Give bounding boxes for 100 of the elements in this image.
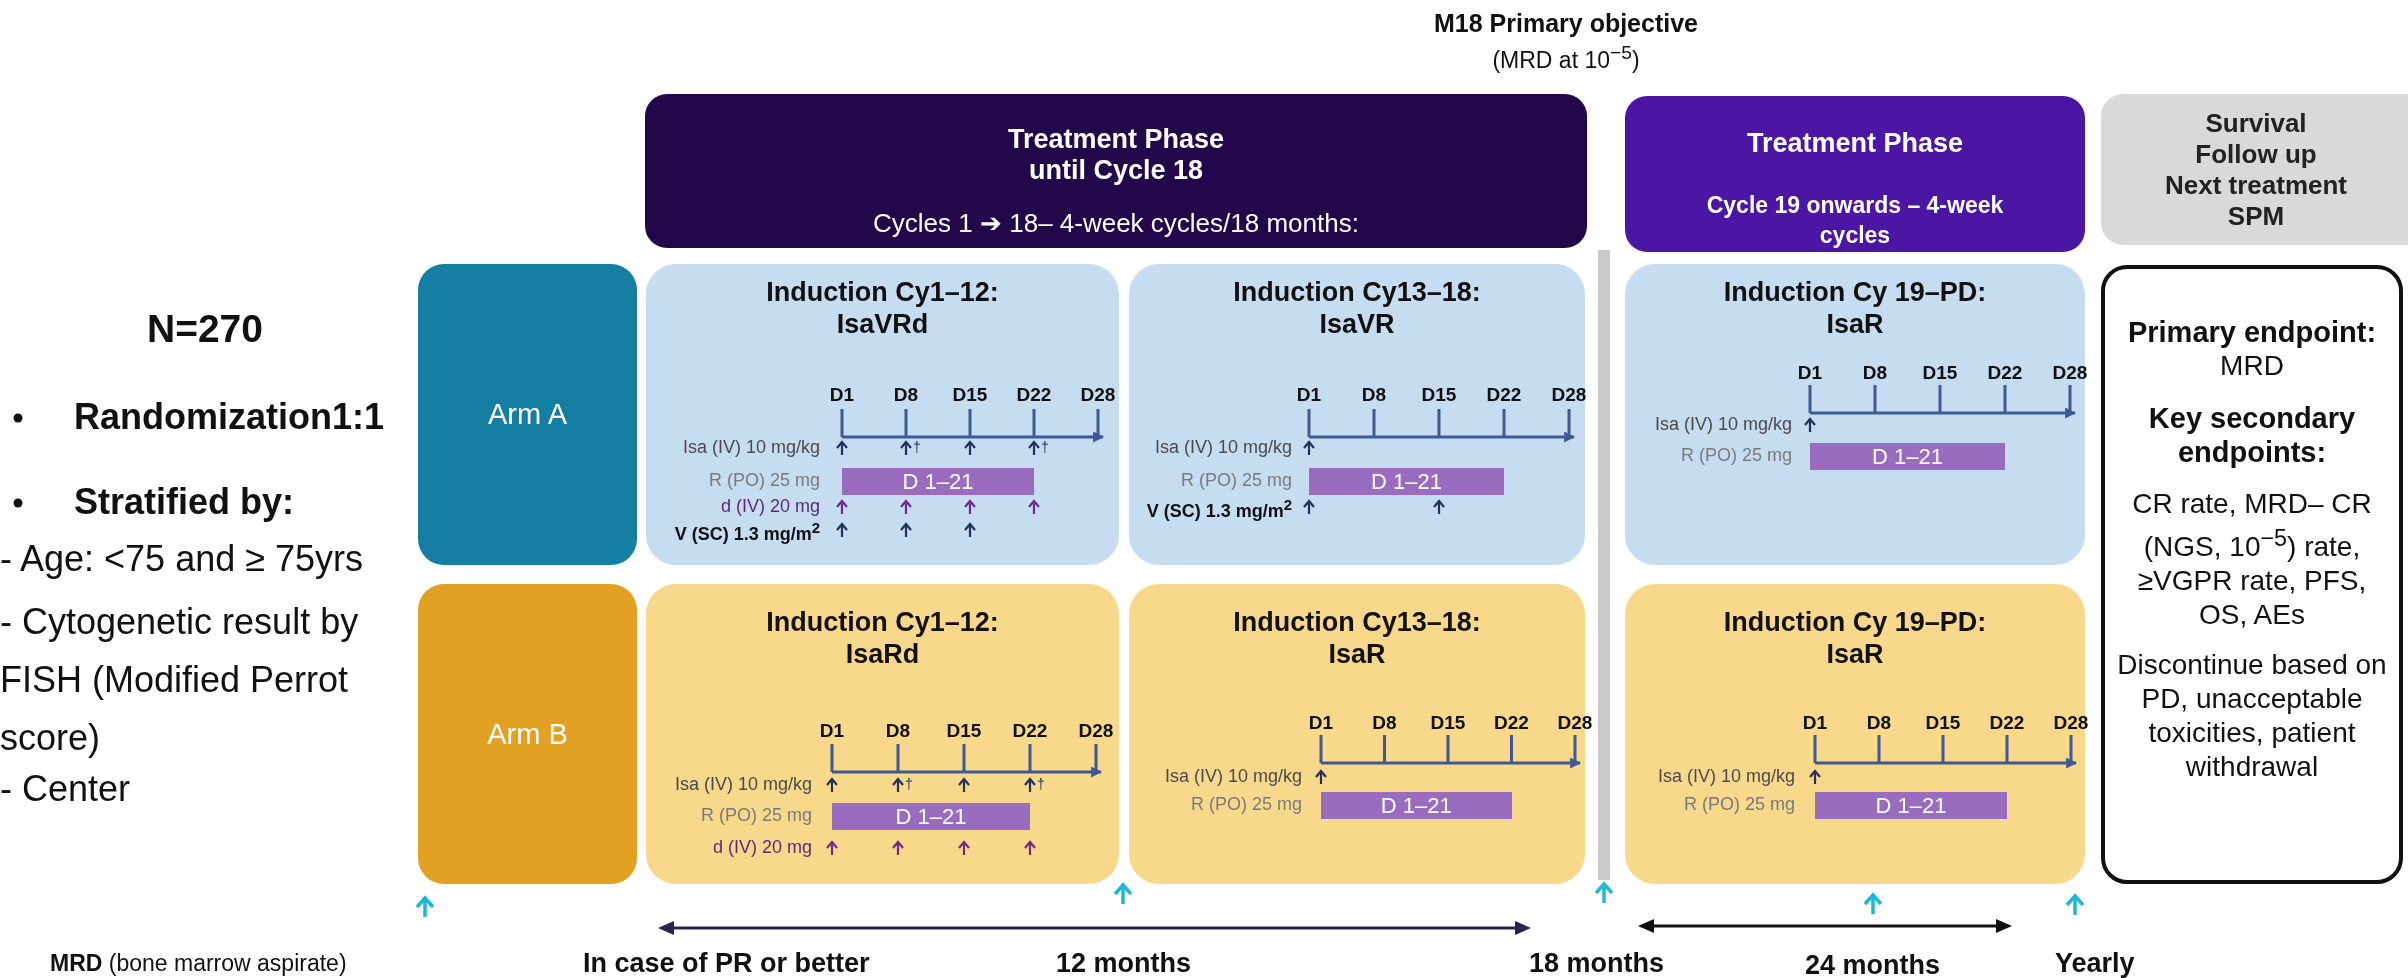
day-label: D28 <box>1557 712 1593 734</box>
endpoint-text: MRD <box>2220 349 2284 383</box>
day-label: D1 <box>1296 384 1322 406</box>
dose-label: Isa (IV) 10 mg/kg <box>1654 414 1792 435</box>
header-title: Treatment Phase <box>1746 128 1964 158</box>
arm-label: Arm A <box>488 398 567 431</box>
day-label: D15 <box>1922 362 1958 384</box>
arm-box <box>418 264 637 565</box>
objective-title: M18 Primary objective <box>1434 9 1698 38</box>
dose-label: R (PO) 25 mg <box>708 470 820 491</box>
day-label: D22 <box>1012 720 1048 742</box>
day-label: D15 <box>1925 712 1961 734</box>
duration-label: Yearly <box>2055 948 2135 978</box>
phase-header <box>645 94 1587 248</box>
day-label: D1 <box>1802 712 1828 734</box>
endpoint-text: CR rate, MRD– CR (NGS, 10$^{−5}$) rate, ≥VGPR rate, PFS, OS, AEs <box>2131 487 2373 633</box>
day-label: D15 <box>946 720 982 742</box>
day-label: D15 <box>952 384 988 406</box>
regimen-panel <box>1625 264 2085 565</box>
regimen-panel <box>646 264 1119 565</box>
day-label: D1 <box>1308 712 1334 734</box>
duration-label: 12 months <box>1056 948 1192 978</box>
dose-label: R (PO) 25 mg <box>1180 470 1292 491</box>
endpoints-box <box>2101 265 2403 884</box>
regimen-title: Induction Cy 19–PD: <box>1723 276 1987 308</box>
regimen-title: Induction Cy13–18: <box>1233 276 1481 308</box>
day-label: D28 <box>2052 362 2088 384</box>
footnote-mark: † <box>905 776 913 793</box>
regimen-panel <box>646 584 1119 884</box>
regimen-title: Induction Cy1–12: <box>766 276 999 308</box>
regimen-name: IsaRd <box>845 638 920 670</box>
day-label: D22 <box>1486 384 1522 406</box>
dose-label: d (IV) 20 mg <box>712 837 812 858</box>
dosing-bar: D 1–21 <box>1321 792 1512 819</box>
day-label: D28 <box>1080 384 1116 406</box>
regimen-panel <box>1129 264 1585 565</box>
footnote-mark: † <box>1041 439 1049 456</box>
regimen-name: IsaR <box>1328 638 1386 670</box>
dosing-bar: D 1–21 <box>1309 468 1504 495</box>
dosing-bar: D 1–21 <box>832 803 1030 830</box>
day-label: D8 <box>1372 712 1397 734</box>
dose-label: V (SC) 1.3 mg/m$^{2}$ <box>1146 496 1292 522</box>
dose-label: R (PO) 25 mg <box>1680 445 1792 466</box>
dosing-bar: D 1–21 <box>842 468 1034 495</box>
footnote: MRD (bone marrow aspirate) <box>50 950 347 977</box>
regimen-name: IsaR <box>1826 308 1884 340</box>
header-subtitle: Cycle 19 onwards – 4-week cycles <box>1705 191 2005 250</box>
header-subtitle: Cycles 1 ➔ 18– 4-week cycles/18 months: <box>873 208 1359 239</box>
day-label: D8 <box>1866 712 1892 734</box>
dose-label: Isa (IV) 10 mg/kg <box>1164 766 1302 787</box>
arm-label: Arm B <box>487 717 568 751</box>
footnote-mark: † <box>1037 776 1045 793</box>
day-label: D8 <box>885 720 911 742</box>
header-title: Treatment Phase until Cycle 18 <box>1006 124 1226 186</box>
header-line: SPM <box>2227 201 2285 232</box>
header-line: Next treatment <box>2164 170 2348 201</box>
dose-label: R (PO) 25 mg <box>1683 794 1795 815</box>
day-label: D28 <box>2053 712 2089 734</box>
dose-label: Isa (IV) 10 mg/kg <box>1657 766 1795 787</box>
day-label: D8 <box>1862 362 1888 384</box>
timeline-note: In case of PR or better <box>583 948 870 978</box>
day-label: D28 <box>1551 384 1587 406</box>
regimen-name: IsaVR <box>1319 308 1395 340</box>
day-label: D15 <box>1430 712 1466 734</box>
regimen-name: IsaVRd <box>836 308 929 340</box>
dose-label: R (PO) 25 mg <box>1190 794 1302 815</box>
arm-box <box>418 584 637 884</box>
day-label: D8 <box>1361 384 1387 406</box>
endpoint-heading: Key secondary endpoints: <box>2147 401 2357 469</box>
day-label: D22 <box>1016 384 1052 406</box>
list-item: - Cytogenetic result by FISH (Modified Perrot score) <box>0 600 360 760</box>
day-label: D22 <box>1494 712 1529 734</box>
dosing-bar: D 1–21 <box>1810 443 2005 470</box>
day-label: D22 <box>1987 362 2023 384</box>
day-label: D1 <box>829 384 855 406</box>
day-label: D1 <box>1797 362 1823 384</box>
dose-label: d (IV) 20 mg <box>720 496 820 517</box>
day-label: D8 <box>893 384 919 406</box>
dose-label: Isa (IV) 10 mg/kg <box>682 437 820 458</box>
list-item: - Age: <75 and ≥ 75yrs <box>0 538 363 580</box>
follow-up-header <box>2101 94 2408 245</box>
regimen-title: Induction Cy1–12: <box>766 606 999 638</box>
header-line: Follow up <box>2195 139 2317 170</box>
list-item: Stratified by: <box>74 481 295 523</box>
header-line: Survival <box>2205 108 2307 139</box>
regimen-title: Induction Cy 19–PD: <box>1723 606 1987 638</box>
day-label: D22 <box>1989 712 2025 734</box>
dose-label: Isa (IV) 10 mg/kg <box>1154 437 1292 458</box>
day-label: D15 <box>1421 384 1457 406</box>
day-label: D1 <box>819 720 845 742</box>
endpoint-heading: Primary endpoint: <box>2127 315 2377 349</box>
phase-header <box>1625 96 2085 252</box>
dose-label: V (SC) 1.3 mg/m$^{2}$ <box>674 519 820 545</box>
regimen-name: IsaR <box>1826 638 1884 670</box>
regimen-title: Induction Cy13–18: <box>1233 606 1481 638</box>
list-item: - Center <box>0 768 131 810</box>
duration-label: 18 months <box>1529 948 1665 978</box>
dose-label: R (PO) 25 mg <box>700 805 812 826</box>
dose-label: Isa (IV) 10 mg/kg <box>674 774 812 795</box>
endpoint-text: Discontinue based on PD, unacceptable toxicities, patient withdrawal <box>2116 648 2388 785</box>
